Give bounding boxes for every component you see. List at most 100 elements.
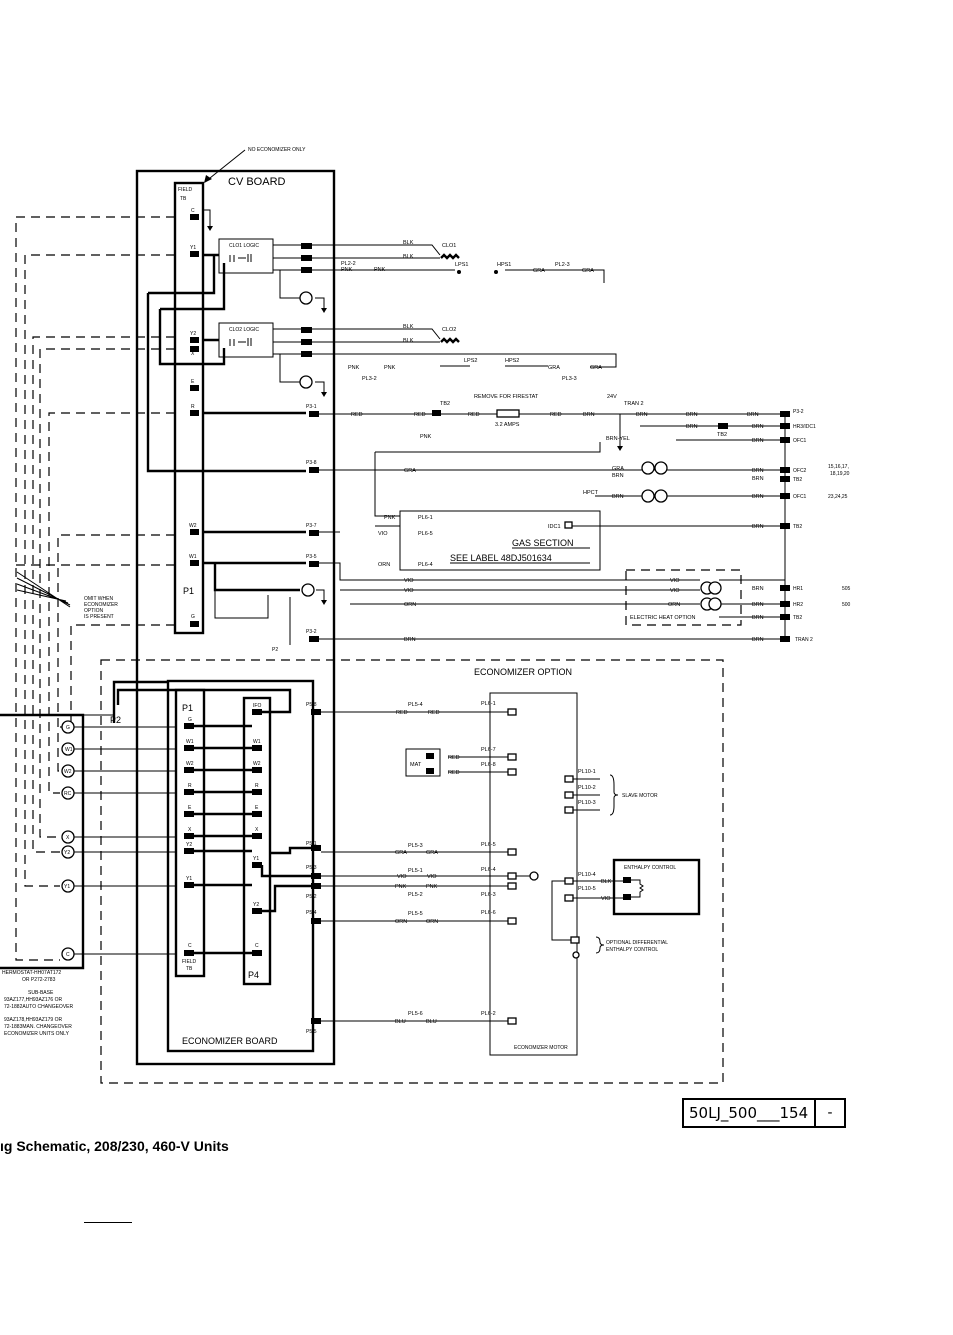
enthalpy-term-1 [623,877,631,883]
relay-coil-2 [299,375,313,389]
pl2-2-label: PL2-2 [341,261,356,267]
wire-red-2: RED [414,412,426,418]
economizer-motor [489,692,578,1056]
wire-blu-1: BLU [395,1019,406,1025]
svg-text:PL6-6: PL6-6 [481,910,496,916]
p2-label: P2 [272,647,278,653]
unit-500: 500 [842,602,851,608]
svg-text:PL10-4: PL10-4 [578,872,596,878]
cv-board: CV BOARD NO ECONOMIZER ONLY FIELD TB P1 … [135,147,336,1066]
enthalpy-pins: PL10-4 PL10-5 [564,872,596,902]
ground-arrow-2 [321,392,327,397]
omit-note-4: IS PRESENT [84,614,114,620]
svg-text:C: C [191,208,195,214]
svg-text:E: E [188,805,192,811]
omit-note-3: OPTION [84,608,104,614]
cv-right-terminals [301,243,319,642]
electric-heat-box [625,569,742,626]
svg-text:W2: W2 [189,523,197,529]
tstat-terminal-x: X [61,830,75,844]
dashed-field-wires [15,216,175,961]
ofc2-label: OFC2 [793,468,807,474]
cv-terminal-g: G [190,614,199,627]
wire-brn-1: BRN [583,412,595,418]
wire-vio-4: VIO [670,578,680,584]
svg-text:P5-5: P5-5 [306,1029,317,1035]
tb2-label-5: TB2 [793,615,802,621]
wire-brn-6: BRN [752,424,764,430]
ofc1-motor-b [654,489,668,503]
optional-diff-1: OPTIONAL DIFFERENTIAL [606,940,668,946]
tran2-label-2: TRAN 2 [795,637,813,643]
cv-terminal-r: R [190,404,199,416]
hr2-label: HR2 [793,602,803,608]
pl5-4-label: PL5-4 [408,702,423,708]
enthalpy-sensor [631,879,644,898]
wire-brn-8: BRN [612,473,624,479]
ground-arrow-1 [321,308,327,313]
lps2-label: LPS2 [464,358,477,364]
relay-coil-1 [299,291,313,305]
hpct-label: HPCT [583,490,599,496]
wire-blk-1: BLK [403,240,414,246]
svg-text:X: X [255,827,259,833]
ground-arrow-4 [207,226,213,231]
ofc-units-a2: 18,19,20 [830,471,850,477]
optional-diff-2: ENTHALPY CONTROL [606,947,658,953]
clo2-logic-label: CLO2 LOGIC [229,327,259,333]
svg-text:PL6-5: PL6-5 [481,842,496,848]
right-term-1 [780,411,790,417]
wire-pnk-2: PNK [374,267,386,273]
wire-red-8: RED [448,770,460,776]
svg-text:RC: RC [64,791,72,797]
hr3-idc1-label: HR3/IDC1 [793,424,816,430]
gas-section-title: GAS SECTION [512,538,574,548]
svg-text:W1: W1 [186,739,194,745]
diff-bracket [595,936,605,954]
mat-label: MAT [410,762,422,768]
unit-505: 505 [842,586,851,592]
svg-text:Y2: Y2 [64,850,70,856]
wire-brn-7: BRN [752,438,764,444]
pl2-3-label: PL2-3 [555,262,570,268]
econ-p4-terminals: IFO W1 W2 R E X Y1 Y2 C [252,703,262,956]
ofc1-label: OFC1 [793,494,807,500]
tb2-label-2: TB2 [717,432,727,438]
enthalpy-term-2 [623,894,631,900]
electric-heat-label: ELECTRIC HEAT OPTION [630,615,696,621]
mat-sensor [405,748,441,777]
svg-text:E: E [191,379,195,385]
svg-text:PL10-1: PL10-1 [578,769,596,775]
cv-terminal-y1: Y1 [190,245,199,257]
wire-blk-4: BLK [403,338,414,344]
pin-p3-1: P3-1 [306,404,317,410]
svg-text:P5-8: P5-8 [306,702,317,708]
wire-red-4: RED [550,412,562,418]
wire-brn-3: BRN [686,412,698,418]
cv-board-outline [135,169,336,1066]
wire-vio-7: VIO [427,874,437,880]
econ-p1-terminals: G W1 W2 R E X Y2 Y1 C [184,717,194,956]
wire-gra-7: GRA [395,850,407,856]
right-term-9 [780,601,790,607]
svg-text:IFO: IFO [253,703,261,709]
pl5-5-label: PL5-5 [408,911,423,917]
thermostat-field-wiring: OMIT WHEN ECONOMIZER OPTION IS PRESENT [15,216,175,961]
pl6-4-gas: PL6-4 [418,562,433,568]
svg-text:C: C [66,952,70,958]
figure-caption: ıg Schematic, 208/230, 460-V Units [0,1138,229,1154]
right-term-5 [780,476,790,482]
wire-blk-5: BLK [601,879,612,885]
pl5-1-label: PL5-1 [408,868,423,874]
wire-brn-13: BRN [752,524,764,530]
svg-text:G: G [66,725,70,731]
wire-orn-4: ORN [395,919,407,925]
svg-text:R: R [255,783,259,789]
cv-internal-wiring [146,253,306,592]
wire-red-1: RED [351,412,363,418]
power-wires [319,413,786,640]
svg-text:PL10-3: PL10-3 [578,800,596,806]
svg-text:PL10-2: PL10-2 [578,785,596,791]
cv-tb-label: TB [180,196,187,202]
tstat-note-2: OR P272-2783 [22,977,56,983]
